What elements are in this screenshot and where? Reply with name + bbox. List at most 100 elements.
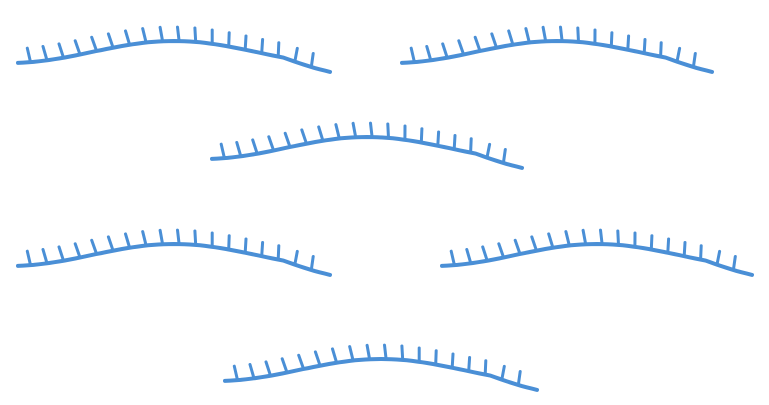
strand-base: [221, 144, 224, 158]
strand-base: [515, 240, 520, 254]
strand-base: [677, 48, 680, 61]
strand-base: [262, 243, 263, 257]
strand-base: [278, 246, 279, 260]
strand-base: [350, 347, 353, 361]
dna-strand: [225, 345, 537, 390]
strand-base: [250, 365, 254, 379]
strand-base: [333, 349, 337, 363]
strand-base: [295, 48, 298, 61]
strand-base: [143, 232, 146, 246]
strand-base: [195, 231, 196, 245]
strand-base: [475, 37, 480, 51]
strand-base: [717, 251, 720, 264]
strand-base: [469, 358, 470, 372]
strand-base: [234, 366, 237, 380]
strand-base: [245, 36, 246, 50]
strand-base: [459, 41, 464, 55]
strand-base: [229, 236, 230, 250]
strand-base: [485, 361, 486, 375]
strand-base: [701, 246, 702, 260]
strand-base: [532, 237, 537, 251]
strand-base: [388, 124, 389, 138]
strand-base: [108, 237, 113, 251]
strand-base: [160, 230, 163, 244]
strand-base: [253, 140, 258, 154]
strand-base: [436, 351, 437, 365]
strand-base: [229, 33, 230, 47]
strand-base: [160, 27, 163, 41]
strand-base: [302, 130, 307, 144]
strand-base: [601, 230, 603, 244]
strand-base: [583, 230, 586, 244]
strand-base: [92, 240, 97, 254]
strand-base: [628, 36, 629, 50]
strand-base: [502, 366, 505, 379]
strand-base: [367, 345, 370, 359]
strand-base: [471, 139, 472, 153]
strand-base: [59, 247, 64, 261]
strand-base: [311, 257, 313, 271]
strand-base: [371, 123, 373, 137]
strand-base: [126, 234, 130, 248]
strand-base: [452, 354, 453, 368]
strand-base: [668, 239, 669, 253]
strand-base: [59, 44, 64, 58]
strand-base: [178, 27, 180, 41]
strand-base: [108, 34, 113, 48]
strand-base: [618, 231, 619, 245]
strand-base: [92, 37, 97, 51]
strand-base: [611, 33, 612, 47]
strand-base: [385, 345, 387, 359]
strand-base: [526, 29, 529, 43]
strand-base: [561, 27, 563, 41]
strand-base: [336, 125, 339, 139]
strand-base: [237, 143, 241, 157]
strand-base: [402, 346, 403, 360]
strand-base: [684, 243, 685, 257]
strand-base: [427, 47, 431, 61]
strand-base: [285, 133, 290, 147]
strand-base: [443, 44, 448, 58]
strand-base: [411, 48, 414, 62]
strand-base: [278, 43, 279, 57]
strand-base: [499, 244, 504, 258]
strand-base: [269, 137, 274, 151]
strand-base: [245, 239, 246, 253]
strand-base: [503, 150, 505, 164]
strand-base: [311, 54, 313, 68]
strand-base: [549, 234, 553, 248]
strand-base: [27, 48, 30, 62]
strand-base: [578, 28, 579, 42]
strand-base: [126, 31, 130, 45]
dna-strand: [212, 123, 522, 168]
strand-base: [438, 132, 439, 146]
strand-base: [421, 129, 422, 143]
strand-backbone: [442, 244, 752, 275]
strand-base: [27, 251, 30, 265]
strand-base: [266, 362, 271, 376]
strand-base: [487, 144, 490, 157]
strand-base: [353, 123, 356, 137]
strand-base: [43, 250, 47, 264]
dna-strand: [18, 230, 330, 275]
dna-strand: [18, 27, 330, 72]
strand-base: [509, 31, 513, 45]
strand-base: [75, 244, 80, 258]
dna-strand: [442, 230, 752, 275]
strand-base: [319, 127, 323, 141]
strand-backbone: [18, 41, 330, 72]
strand-base: [75, 41, 80, 55]
strand-backbone: [402, 41, 712, 72]
strand-base: [566, 232, 569, 246]
strand-base: [661, 43, 662, 57]
strand-base: [733, 257, 735, 271]
strand-base: [518, 372, 520, 386]
strand-base: [262, 40, 263, 54]
strand-base: [492, 34, 497, 48]
strand-base: [282, 359, 287, 373]
strand-base: [644, 40, 645, 54]
strand-base: [43, 47, 47, 61]
strand-backbone: [225, 359, 537, 390]
strand-base: [315, 352, 320, 366]
